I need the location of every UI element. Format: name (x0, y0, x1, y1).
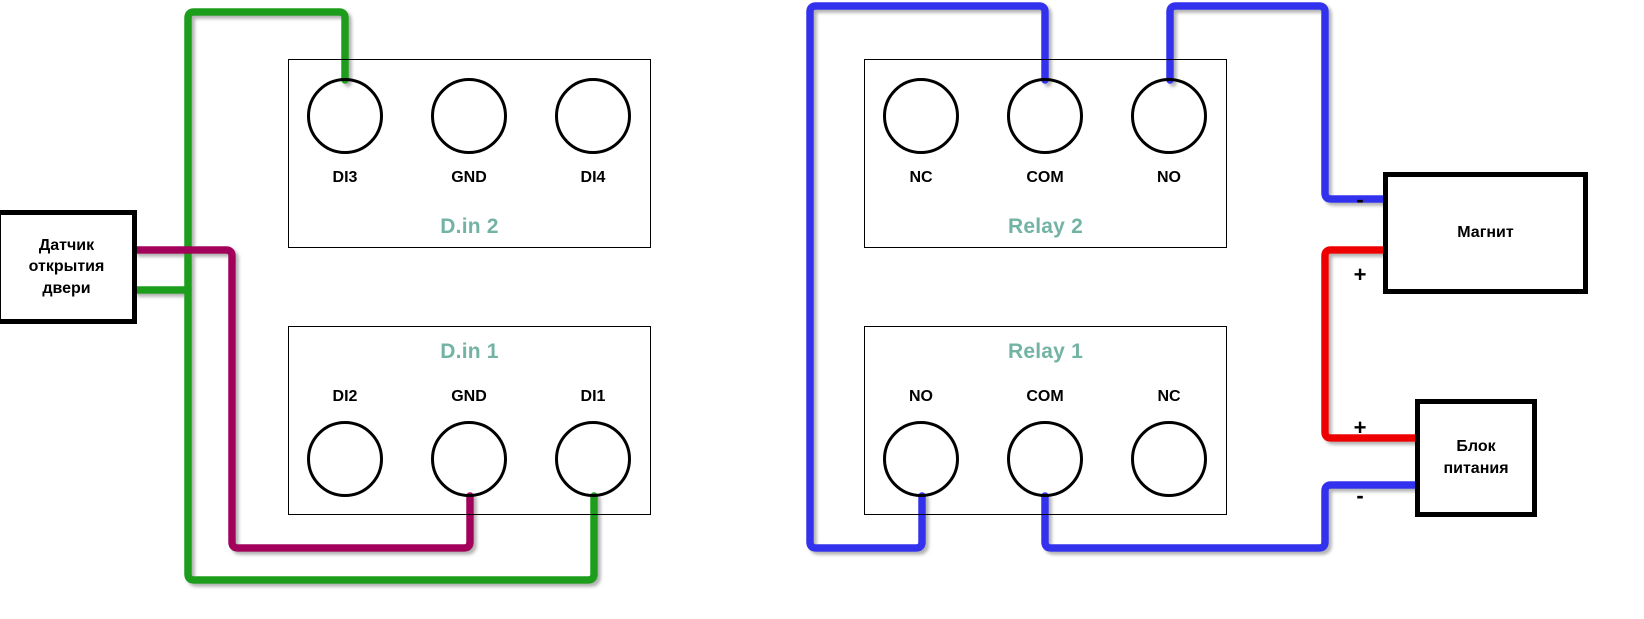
group-title-din1: D.in 1 (440, 340, 499, 363)
terminal-group-relay2: Relay 2 (864, 59, 1227, 248)
terminal-label-relay2-com: COM (1026, 169, 1064, 186)
group-title-din2: D.in 2 (440, 215, 499, 238)
terminal-label-relay1-com: COM (1026, 388, 1064, 405)
terminal-relay1-nc[interactable] (1131, 421, 1207, 497)
terminal-group-relay1: Relay 1 (864, 326, 1227, 515)
terminal-group-din2: D.in 2 (288, 59, 651, 248)
device-door-sensor: Датчик открытия двери (0, 210, 137, 324)
terminal-din2-di4[interactable] (555, 78, 631, 154)
device-magnet: Магнит (1383, 172, 1588, 294)
polarity-magnet-minus: - (1356, 187, 1364, 212)
terminal-din1-di1[interactable] (555, 421, 631, 497)
terminal-label-din2-di3: DI3 (332, 169, 358, 186)
wire-sensor-to-di1 (184, 286, 598, 584)
terminal-group-din1: D.in 1 (288, 326, 651, 515)
device-power-supply: Блок питания (1415, 399, 1537, 517)
polarity-magnet-plus: + (1353, 262, 1367, 287)
terminal-label-relay1-no: NO (909, 388, 933, 405)
polarity-power-plus: + (1353, 415, 1367, 440)
device-label-magnet: Магнит (1457, 224, 1514, 242)
terminal-label-din1-di2: DI2 (332, 388, 358, 405)
group-title-relay1: Relay 1 (1008, 340, 1083, 363)
wire-relay1-com-to-power-minus (1041, 481, 1422, 552)
terminal-label-din1-di1: DI1 (580, 388, 606, 405)
wire-magnet-plus-to-power-plus (1321, 246, 1422, 442)
device-label-power-supply: Блок питания (1443, 438, 1509, 477)
wire-relay1-no-to-relay2-com (806, 2, 1049, 552)
terminal-label-relay2-no: NO (1157, 169, 1181, 186)
wire-sensor-to-gnd (133, 246, 474, 552)
terminal-din1-di2[interactable] (307, 421, 383, 497)
terminal-relay2-com[interactable] (1007, 78, 1083, 154)
terminal-relay1-no[interactable] (883, 421, 959, 497)
terminal-label-din2-gnd: GND (451, 169, 487, 186)
terminal-relay2-nc[interactable] (883, 78, 959, 154)
group-title-relay2: Relay 2 (1008, 215, 1083, 238)
terminal-label-relay2-nc: NC (909, 169, 933, 186)
wire-relay2-no-to-magnet-minus (1166, 2, 1390, 203)
wire-sensor-to-di3 (133, 8, 349, 294)
terminal-relay2-no[interactable] (1131, 78, 1207, 154)
terminal-din1-gnd[interactable] (431, 421, 507, 497)
terminal-label-relay1-nc: NC (1157, 388, 1181, 405)
terminal-relay1-com[interactable] (1007, 421, 1083, 497)
polarity-power-minus: - (1356, 483, 1364, 508)
terminal-label-din2-di4: DI4 (580, 169, 606, 186)
terminal-label-din1-gnd: GND (451, 388, 487, 405)
terminal-din2-gnd[interactable] (431, 78, 507, 154)
device-label-door-sensor: Датчик открытия двери (28, 236, 105, 297)
terminal-din2-di3[interactable] (307, 78, 383, 154)
